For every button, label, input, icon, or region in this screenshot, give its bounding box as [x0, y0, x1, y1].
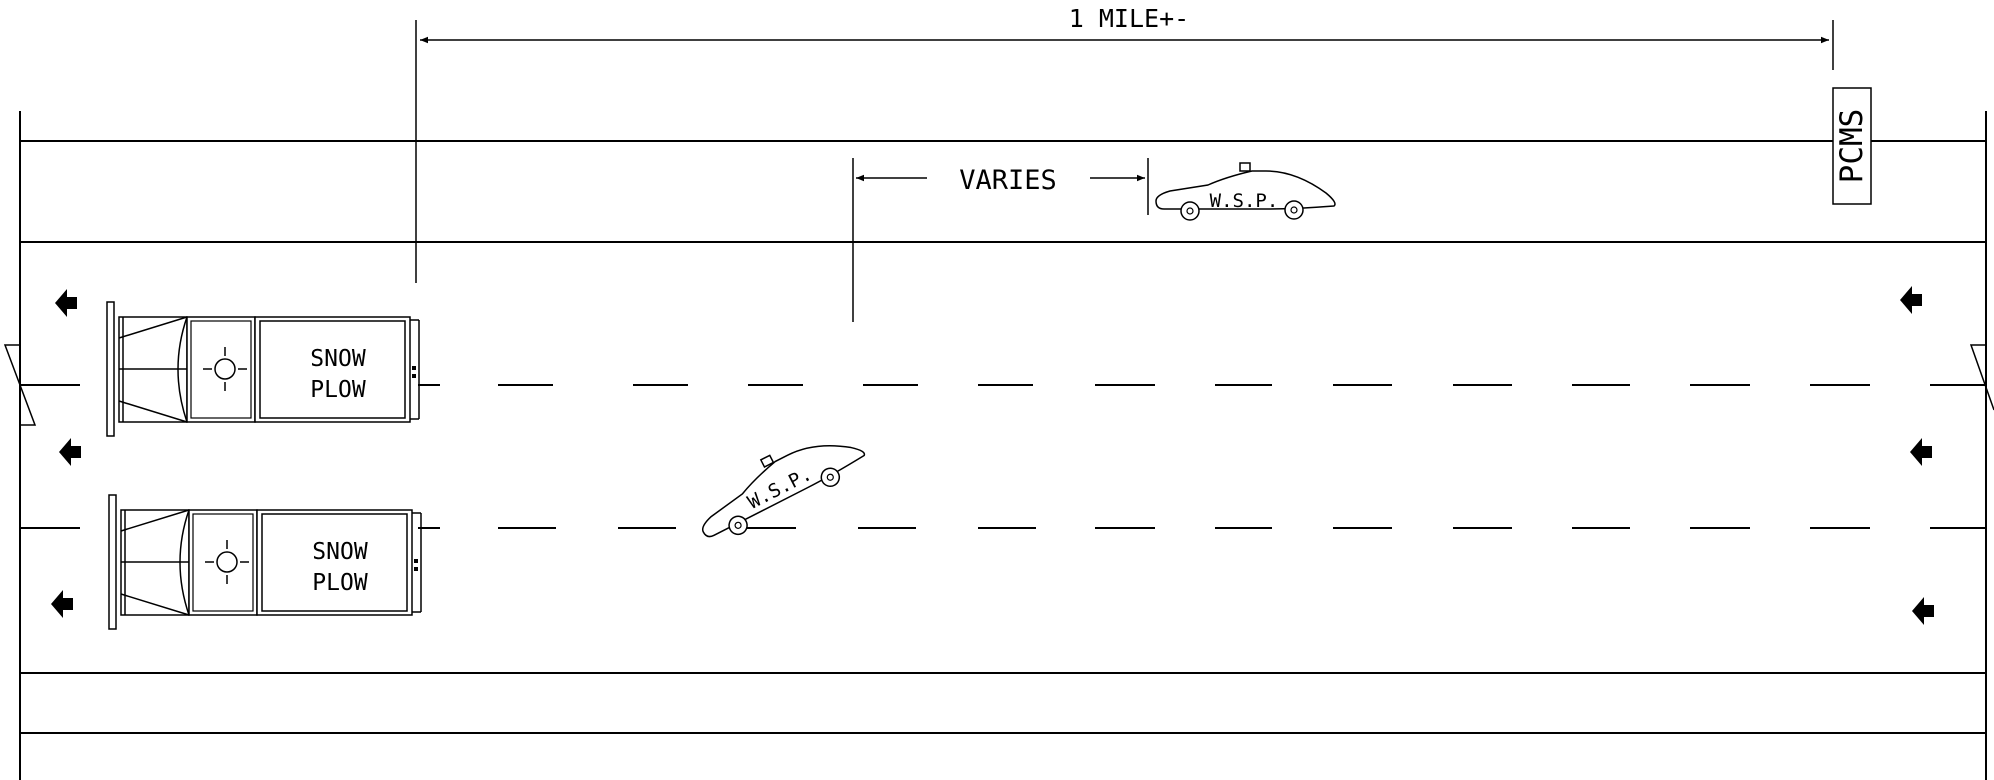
roadway: [19, 111, 1987, 780]
plow-1-line2: PLOW: [310, 377, 366, 403]
mile-dimension: 1 MILE+-: [415, 4, 1834, 283]
direction-arrow-icon: [1900, 286, 1922, 314]
direction-arrow-icon: [59, 438, 81, 466]
pcms-label: PCMS: [1834, 109, 1870, 184]
snow-plow-1: SNOW PLOW: [106, 301, 420, 437]
plow-2-line2: PLOW: [312, 570, 368, 596]
varies-dimension: VARIES: [852, 158, 1149, 322]
varies-label: VARIES: [959, 165, 1057, 196]
pcms-sign: PCMS: [1832, 87, 1872, 205]
patrol-car-shoulder: W.S.P.: [1155, 162, 1336, 221]
direction-arrow-icon: [1910, 438, 1932, 466]
plow-1-line1: SNOW: [310, 346, 366, 372]
patrol-car-label-1: W.S.P.: [1210, 190, 1279, 212]
plow-2-line1: SNOW: [312, 539, 368, 565]
direction-arrow-icon: [55, 289, 77, 317]
snow-plow-2: SNOW PLOW: [108, 494, 422, 630]
direction-arrow-icon: [51, 590, 73, 618]
mile-dimension-label: 1 MILE+-: [1069, 4, 1189, 33]
direction-arrow-icon: [1912, 597, 1934, 625]
